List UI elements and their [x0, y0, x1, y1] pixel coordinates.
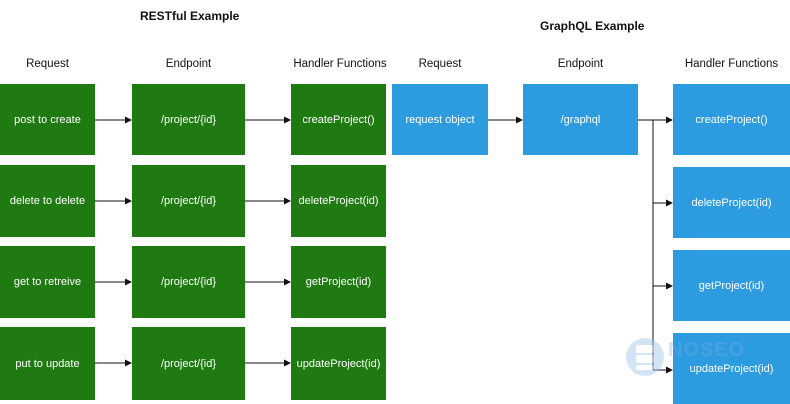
- graphql-request-header: Request: [418, 58, 462, 70]
- rest-request-box: get to retreive: [0, 246, 95, 318]
- restful-title: RESTful Example: [140, 9, 240, 23]
- graphql-handler-box: createProject(): [673, 84, 790, 155]
- rest-endpoint-box: /project/{id}: [132, 165, 245, 237]
- rest-endpoint-box: /project/{id}: [132, 84, 245, 155]
- rest-endpoint-box: /project/{id}: [132, 246, 245, 318]
- watermark-logo: [626, 338, 664, 376]
- graphql-title: GraphQL Example: [540, 19, 645, 33]
- rest-endpoint-box: /project/{id}: [132, 327, 245, 400]
- rest-request-box: post to create: [0, 84, 95, 155]
- graphql-handlers-header: Handler Functions: [684, 58, 779, 70]
- rest-handler-box: deleteProject(id): [291, 165, 386, 237]
- graphql-endpoint-header: Endpoint: [557, 58, 604, 70]
- rest-endpoint-header: Endpoint: [165, 58, 212, 70]
- rest-handler-box: createProject(): [291, 84, 386, 155]
- graphql-handler-box: updateProject(id): [673, 333, 790, 404]
- rest-request-header: Request: [26, 58, 69, 70]
- graphql-handler-box: deleteProject(id): [673, 167, 790, 238]
- watermark-text: NOSEO: [668, 339, 746, 361]
- rest-handler-box: updateProject(id): [291, 327, 386, 400]
- graphql-request-box: request object: [392, 84, 488, 155]
- rest-handlers-header: Handler Functions: [293, 58, 387, 70]
- rest-request-box: delete to delete: [0, 165, 95, 237]
- graphql-handler-box: getProject(id): [673, 250, 790, 321]
- rest-request-box: put to update: [0, 327, 95, 400]
- graphql-endpoint-box: /graphql: [523, 84, 638, 155]
- rest-handler-box: getProject(id): [291, 246, 386, 318]
